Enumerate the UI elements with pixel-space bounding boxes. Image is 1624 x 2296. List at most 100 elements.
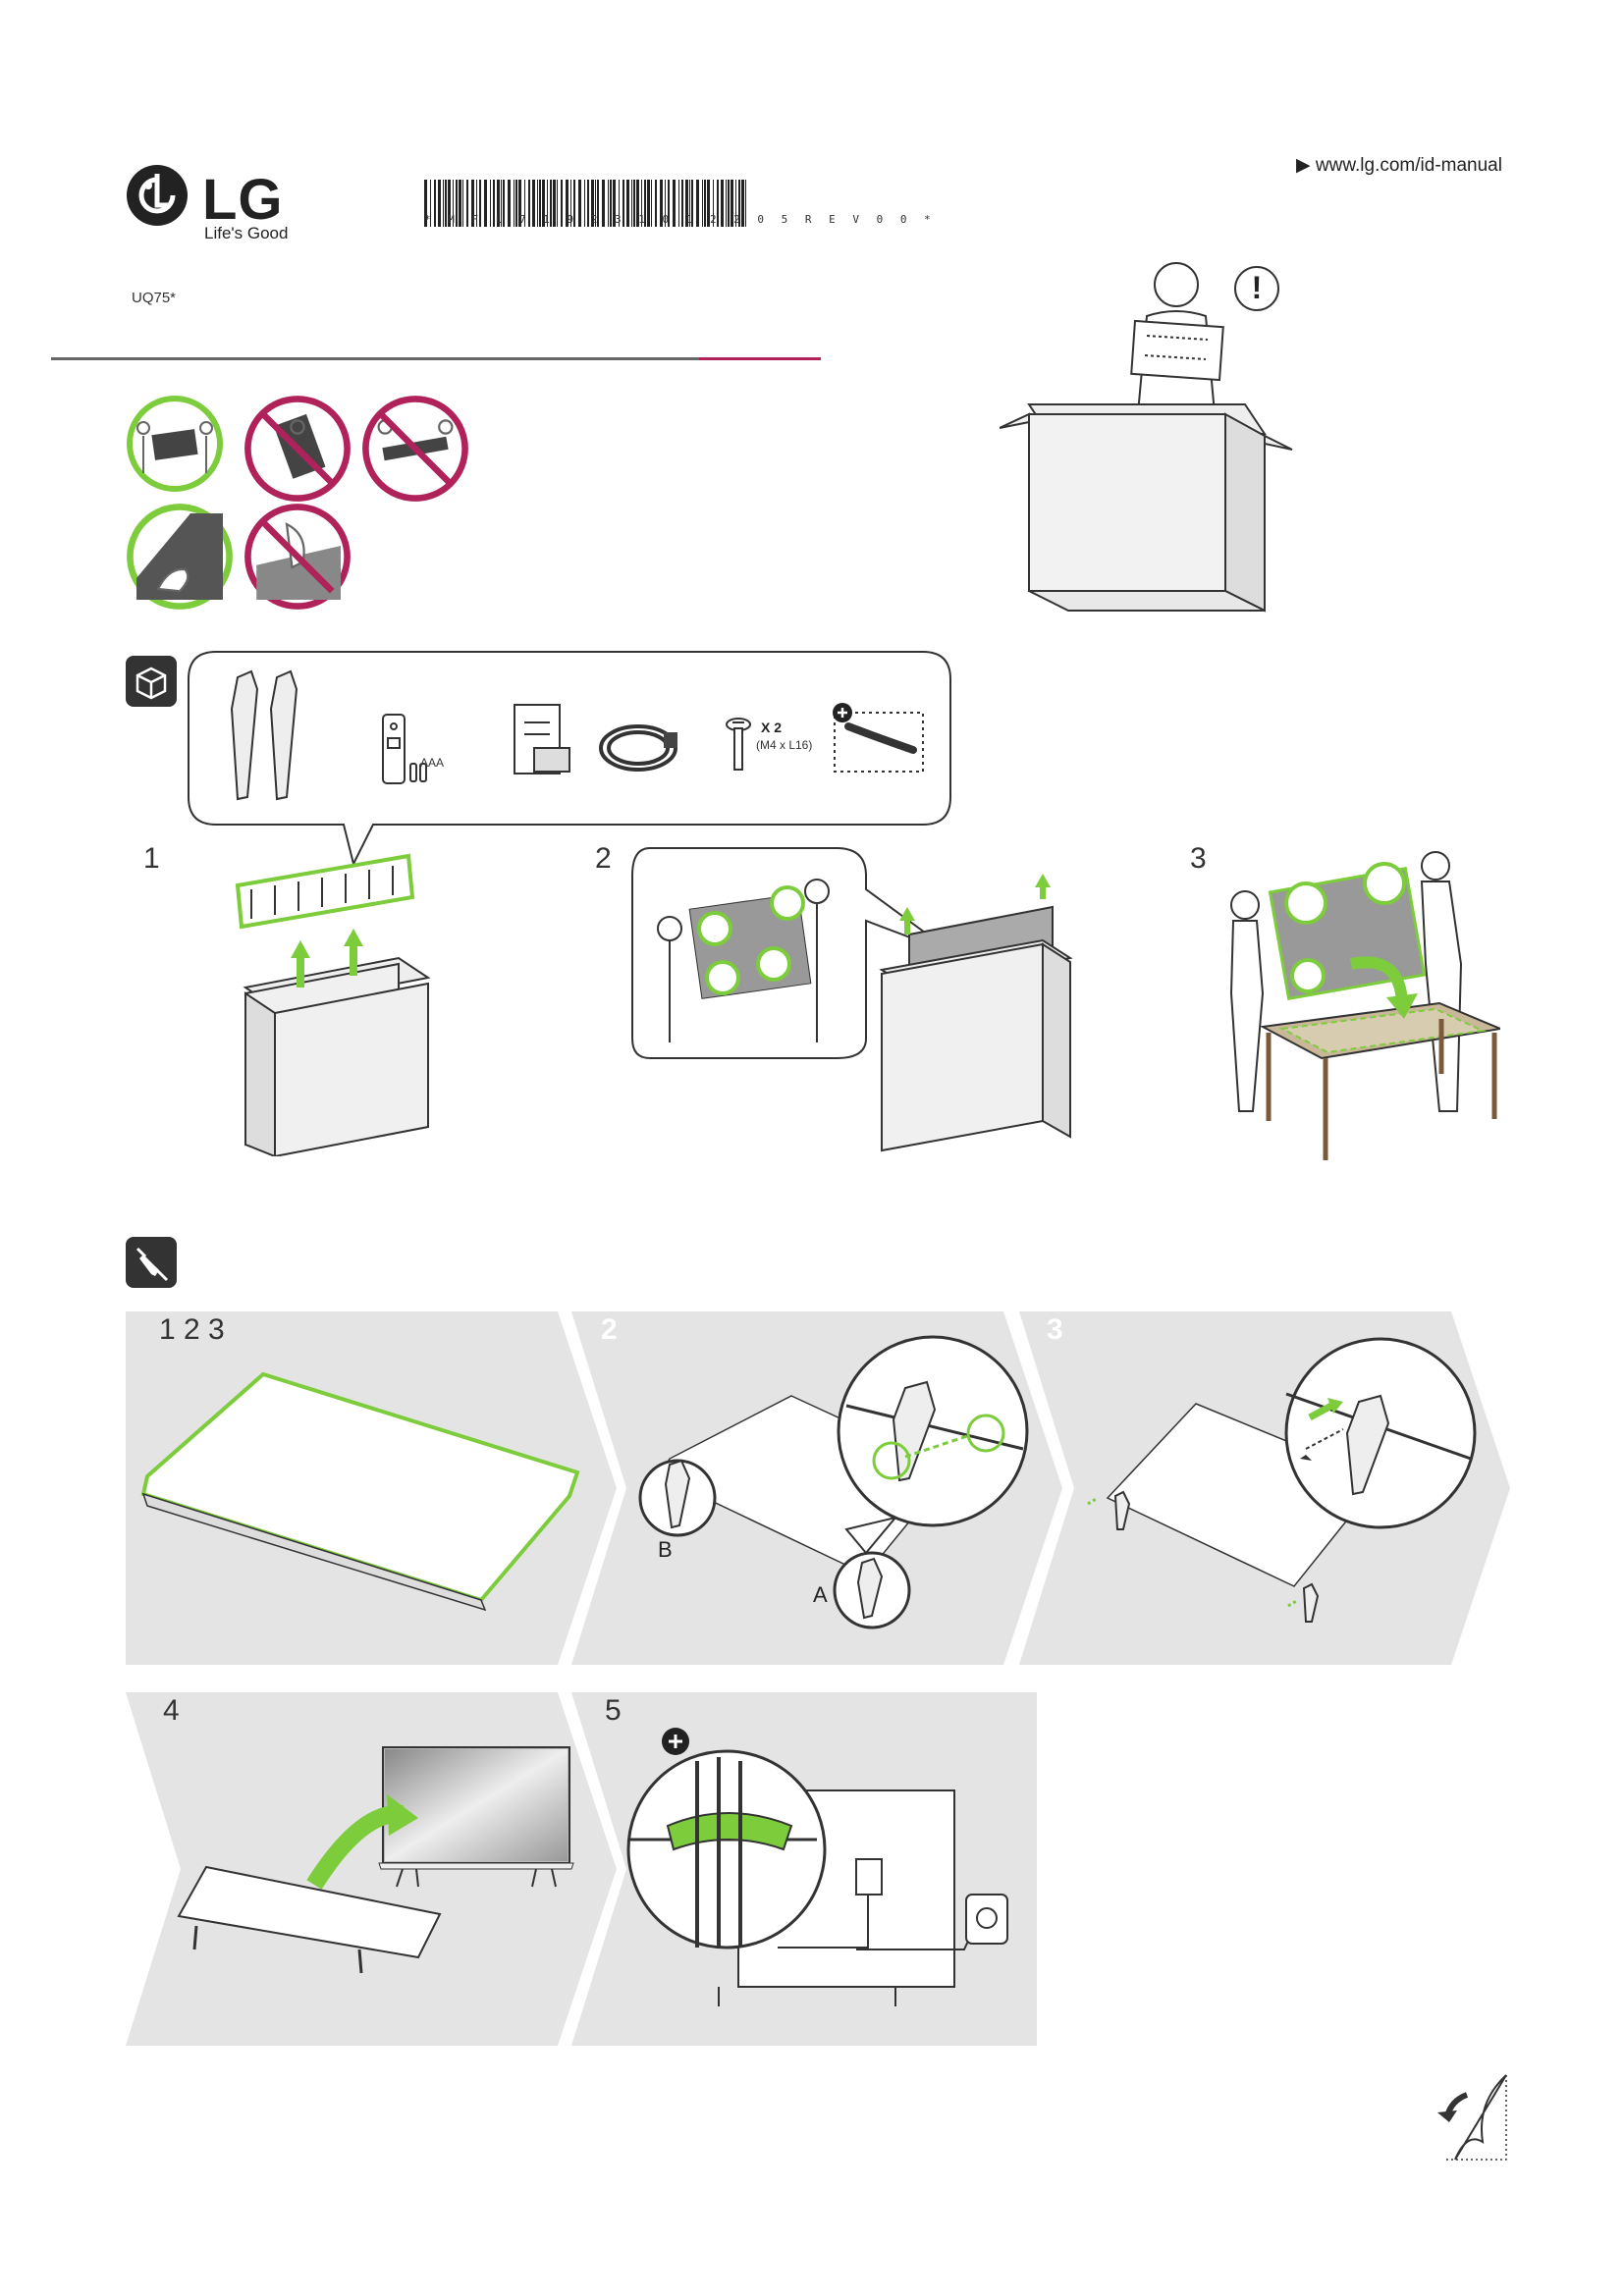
barcode-bar <box>476 180 477 227</box>
barcode-bar <box>610 180 612 227</box>
barcode-bar <box>424 180 427 227</box>
barcode-bar <box>493 180 495 227</box>
no-carry-horizontal-icon <box>362 396 468 502</box>
model-number: UQ75* <box>132 290 177 306</box>
lg-logo-icon <box>127 165 188 226</box>
barcode-bar <box>547 180 548 227</box>
barcode-bar <box>466 180 468 227</box>
barcode-bar <box>704 180 706 227</box>
barcode-bar <box>681 180 683 227</box>
barcode-bar <box>623 180 624 227</box>
unpack-step-3-illustration <box>1229 851 1500 1160</box>
stand-legs-icon <box>230 669 298 801</box>
install-panel-1 <box>126 1311 617 1665</box>
barcode-bar <box>647 180 650 227</box>
barcode-bar <box>430 180 431 227</box>
barcode-bar <box>702 180 703 227</box>
barcode-bar <box>515 180 517 227</box>
barcode-bar <box>570 180 571 227</box>
barcode-bar <box>503 180 505 227</box>
install-panel-5-title: 5 <box>605 1694 622 1727</box>
box-contents-icon <box>126 656 177 707</box>
barcode-bar <box>673 180 676 227</box>
barcode-bar <box>484 180 487 227</box>
barcode-bar <box>735 180 736 227</box>
barcode-bar <box>728 180 730 227</box>
barcode-bar <box>651 180 652 227</box>
barcode-bar <box>726 180 727 227</box>
screw-icon <box>726 718 751 771</box>
barcode-bar <box>490 180 491 227</box>
barcode-bar <box>707 180 710 227</box>
barcode-bar <box>501 180 502 227</box>
ok-hold-frame-icon <box>127 504 233 610</box>
barcode-bar <box>696 180 699 227</box>
stand-label-b: B <box>658 1537 673 1562</box>
barcode-bar <box>528 180 530 227</box>
install-panel-4 <box>126 1692 617 2046</box>
barcode-bar <box>537 180 538 227</box>
barcode-bar <box>636 180 639 227</box>
cable-holder-icon <box>833 703 924 773</box>
screw-spec: (M4 x L16) <box>756 738 813 752</box>
barcode-bar <box>608 180 609 227</box>
ok-carry-two-people-icon <box>127 396 223 492</box>
barcode-bar <box>717 180 719 227</box>
barcode-bar <box>721 180 724 227</box>
barcode-bar <box>532 180 535 227</box>
barcode-bar <box>660 180 663 227</box>
manual-booklet-icon <box>514 704 570 774</box>
barcode-bar <box>691 180 693 227</box>
barcode-bar <box>557 180 558 227</box>
unpack-step-1-illustration <box>235 853 431 1156</box>
barcode-bar <box>539 180 541 227</box>
barcode-bar <box>453 180 454 227</box>
barcode-bar <box>713 180 714 227</box>
unpack-step-2-number: 2 <box>595 842 612 875</box>
barcode-bar <box>678 180 679 227</box>
barcode-bar <box>619 180 620 227</box>
barcode-bar <box>471 180 474 227</box>
install-panel-5 <box>571 1692 1037 2046</box>
barcode-text: * M F L 7 1 9 2 3 1 0 1 2 2 0 5 R E V 0 … <box>424 213 937 226</box>
barcode-bar <box>566 180 568 227</box>
barcode-bar <box>524 180 525 227</box>
barcode-bar <box>456 180 458 227</box>
barcode-bar <box>738 180 740 227</box>
battery-label: AAA <box>420 756 445 770</box>
barcode-bar <box>443 180 444 227</box>
page-turn-icon <box>1437 2074 1507 2161</box>
screw-quantity: X 2 <box>761 720 783 735</box>
no-carry-flat-icon <box>244 396 351 502</box>
remote-control-icon <box>382 714 427 784</box>
barcode-bar <box>597 180 599 227</box>
barcode-bar <box>445 180 447 227</box>
install-panel-4-title: 4 <box>163 1694 180 1727</box>
barcode-bar <box>508 180 511 227</box>
header-divider-accent <box>699 357 821 360</box>
barcode-bar <box>745 180 746 227</box>
barcode-bar <box>655 180 657 227</box>
header-divider <box>51 357 699 360</box>
barcode-bar <box>631 180 632 227</box>
manual-url[interactable]: ▶ www.lg.com/id-manual <box>1296 154 1502 177</box>
barcode-bar <box>434 180 436 227</box>
read-manual-person-box-illustration: ! <box>1000 262 1293 613</box>
power-cord-icon <box>599 724 677 772</box>
barcode-bar <box>459 180 461 227</box>
barcode-bar <box>542 180 545 227</box>
barcode-bar <box>518 180 521 227</box>
barcode-bar <box>448 180 451 227</box>
barcode-bar <box>578 180 581 227</box>
manual-url-text: www.lg.com/id-manual <box>1315 155 1502 176</box>
install-panel-3 <box>1019 1311 1510 1665</box>
barcode-bar <box>644 180 646 227</box>
barcode-bar <box>584 180 585 227</box>
install-panel-1-title: 1 2 3 <box>159 1313 225 1346</box>
barcode-bar <box>685 180 688 227</box>
brand-name: LG <box>202 168 284 232</box>
barcode-bar <box>731 180 733 227</box>
barcode-bar <box>587 180 589 227</box>
barcode-bar <box>641 180 642 227</box>
assembly-tool-icon <box>126 1237 177 1288</box>
